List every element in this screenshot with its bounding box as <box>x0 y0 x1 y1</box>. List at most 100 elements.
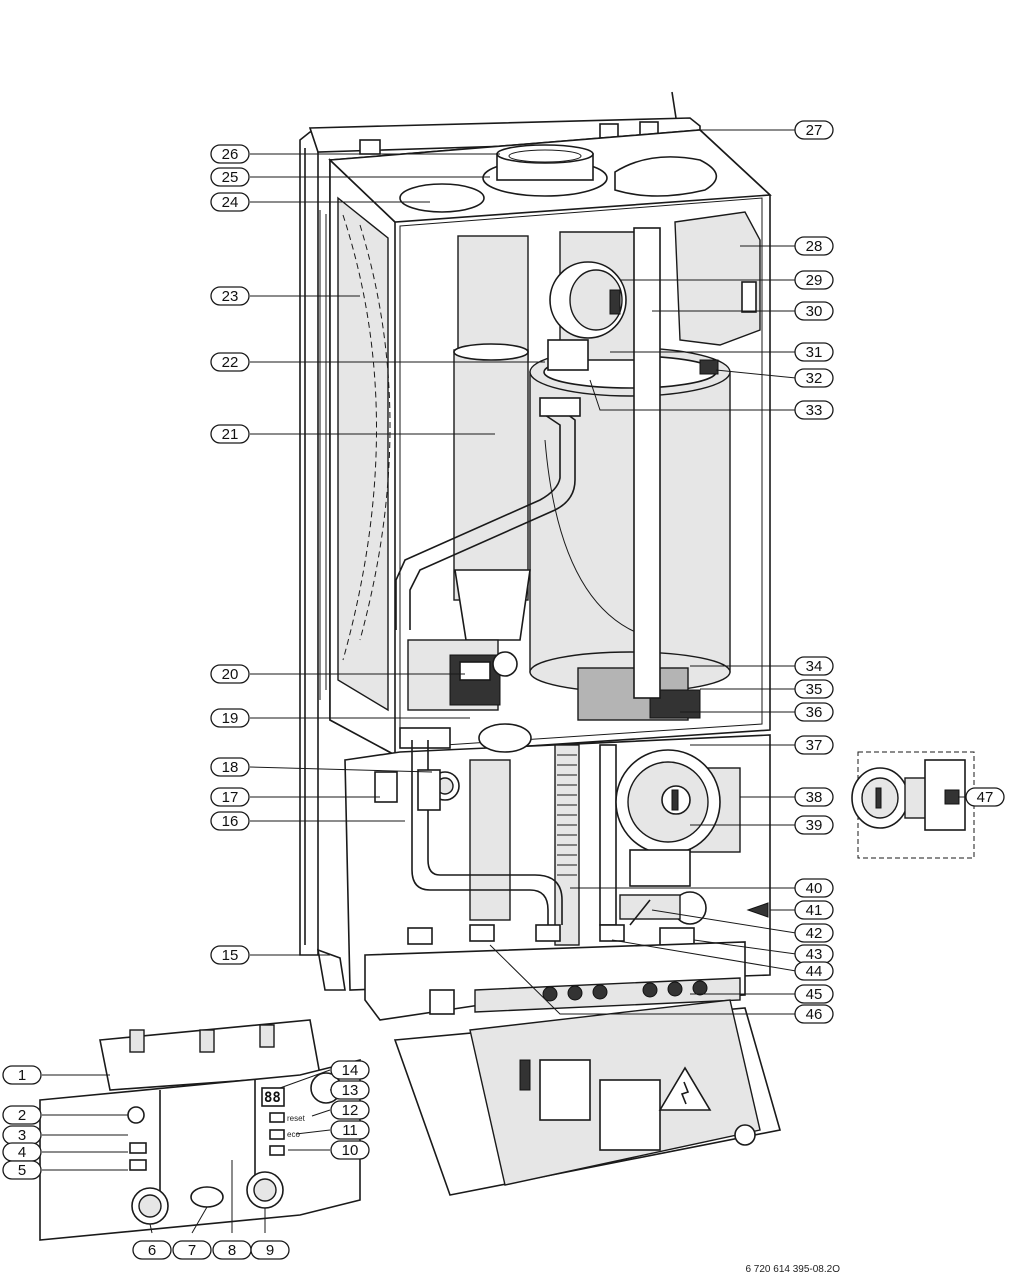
callout-bubble <box>210 144 250 164</box>
callout-number: 38 <box>806 789 823 806</box>
callout-number: 43 <box>806 946 823 963</box>
callout-3: 3 <box>2 1125 42 1145</box>
callout-number: 31 <box>806 344 823 361</box>
callout-2: 2 <box>2 1105 42 1125</box>
callout-42: 42 <box>794 923 834 943</box>
callout-bubble <box>210 945 250 965</box>
callout-6: 6 <box>132 1240 172 1260</box>
callout-bubble <box>2 1065 42 1085</box>
callout-25: 25 <box>210 167 250 187</box>
callout-17: 17 <box>210 787 250 807</box>
callout-number: 7 <box>188 1242 196 1259</box>
callout-number: 11 <box>342 1122 358 1139</box>
callout-41: 41 <box>794 900 834 920</box>
callout-bubble <box>794 236 834 256</box>
callout-number: 23 <box>222 288 239 305</box>
callout-21: 21 <box>210 424 250 444</box>
callout-bubble <box>132 1240 172 1260</box>
callout-number: 27 <box>806 122 823 139</box>
callout-number: 41 <box>806 902 823 919</box>
callout-bubble <box>210 192 250 212</box>
callout-number: 26 <box>222 146 239 163</box>
callout-4: 4 <box>2 1142 42 1162</box>
callout-bubble <box>210 787 250 807</box>
callout-number: 9 <box>266 1242 274 1259</box>
callout-number: 21 <box>222 426 239 443</box>
callout-bubble <box>965 787 1005 807</box>
callout-number: 15 <box>222 947 239 964</box>
callout-1: 1 <box>2 1065 42 1085</box>
callout-number: 24 <box>222 194 239 211</box>
callout-bubble <box>794 120 834 140</box>
callout-number: 44 <box>806 963 823 980</box>
callout-number: 25 <box>222 169 239 186</box>
callout-number: 40 <box>806 880 823 897</box>
callout-number: 2 <box>18 1107 26 1124</box>
callout-bubble <box>210 708 250 728</box>
callout-5: 5 <box>2 1160 42 1180</box>
fan-assembly <box>547 211 761 699</box>
callout-43: 43 <box>794 944 834 964</box>
callout-19: 19 <box>210 708 250 728</box>
document-reference: 6 720 614 395-08.2O <box>745 1264 840 1275</box>
callout-number: 46 <box>806 1006 823 1023</box>
callout-bubble <box>172 1240 212 1260</box>
callout-14: 14 <box>330 1060 370 1080</box>
callout-number: 20 <box>222 666 239 683</box>
callout-bubble <box>794 301 834 321</box>
callout-bubble <box>794 787 834 807</box>
callout-number: 34 <box>806 658 823 675</box>
callout-bubble <box>794 878 834 898</box>
heat-exchanger <box>529 347 731 721</box>
callout-number: 4 <box>18 1144 26 1161</box>
callout-number: 14 <box>342 1062 359 1079</box>
callout-number: 39 <box>806 817 823 834</box>
callout-number: 47 <box>977 789 994 806</box>
callout-39: 39 <box>794 815 834 835</box>
flow-pipe <box>395 397 581 630</box>
callout-number: 12 <box>342 1102 359 1119</box>
callout-bubble <box>794 270 834 290</box>
callout-bubble <box>794 342 834 362</box>
callout-bubble <box>2 1160 42 1180</box>
leader-lines <box>42 129 965 1234</box>
callout-23: 23 <box>210 286 250 306</box>
callout-bubble <box>210 811 250 831</box>
callout-7: 7 <box>172 1240 212 1260</box>
callout-number: 42 <box>806 925 823 942</box>
callout-28: 28 <box>794 236 834 256</box>
callout-26: 26 <box>210 144 250 164</box>
callout-bubble <box>794 984 834 1004</box>
callout-24: 24 <box>210 192 250 212</box>
callout-34: 34 <box>794 656 834 676</box>
callout-number: 28 <box>806 238 823 255</box>
callout-bubble <box>794 368 834 388</box>
callout-bubble <box>794 400 834 420</box>
callout-number: 1 <box>18 1067 26 1084</box>
callout-bubble <box>330 1140 370 1160</box>
callout-18: 18 <box>210 757 250 777</box>
callout-12: 12 <box>330 1100 370 1120</box>
gas-valve <box>399 639 518 749</box>
callout-45: 45 <box>794 984 834 1004</box>
flue-outlet <box>399 144 718 213</box>
callout-number: 22 <box>222 354 239 371</box>
callout-bubble <box>794 900 834 920</box>
callout-bubble <box>794 1004 834 1024</box>
callout-number: 8 <box>228 1242 236 1259</box>
callout-20: 20 <box>210 664 250 684</box>
callout-number: 10 <box>342 1142 359 1159</box>
callout-number: 16 <box>222 813 239 830</box>
pump-inset <box>851 751 975 859</box>
callout-47: 47 <box>965 787 1005 807</box>
callout-bubble <box>2 1105 42 1125</box>
callout-16: 16 <box>210 811 250 831</box>
callout-bubble <box>330 1100 370 1120</box>
callout-10: 10 <box>330 1140 370 1160</box>
callout-number: 37 <box>806 737 823 754</box>
control-box <box>393 999 782 1196</box>
callout-36: 36 <box>794 702 834 722</box>
callout-number: 18 <box>222 759 239 776</box>
